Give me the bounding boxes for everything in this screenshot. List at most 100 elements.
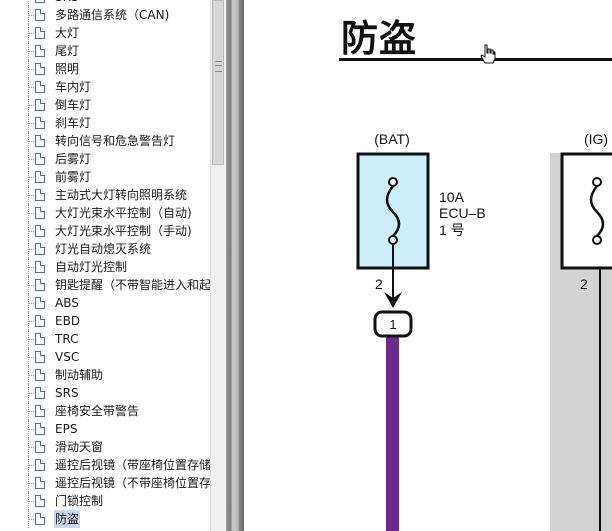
tree-item-label: 门锁控制 [55, 494, 104, 508]
tree-item-label: SRS [54, 0, 80, 6]
ig-source-label: (IG) [584, 131, 608, 147]
tree-item[interactable]: 自动灯光控制 [0, 258, 210, 276]
wiring-diagram: (BAT) 10A ECU–B 1 号 2 1 (IG) 2 [356, 131, 612, 531]
tree-item[interactable]: 遥控后视镜（带座椅位置存储 [0, 456, 210, 474]
bat-fuse-name-1: 10A [439, 189, 465, 205]
tree-guide-branch [28, 159, 34, 160]
tree-item-label: 滑动天窗 [55, 440, 104, 454]
tree-item-label: SRS [55, 386, 79, 400]
document-icon [35, 243, 45, 255]
document-icon [35, 441, 45, 453]
tree-item[interactable]: VSC [0, 348, 210, 366]
page-title: 防盗 [341, 17, 417, 60]
tree-item-label: 钥匙提醒（不带智能进入和起 [55, 278, 210, 292]
content-panel: 防盗 (BAT) 10A ECU–B 1 号 2 1 (IG) [244, 0, 612, 531]
tree-item[interactable]: 灯光自动熄灭系统 [0, 240, 210, 258]
tree-item[interactable]: EPS [0, 420, 210, 438]
tree-guide-branch [28, 357, 34, 358]
document-icon [35, 99, 45, 111]
tree-item-label: 防盗 [54, 510, 81, 528]
document-icon [35, 9, 45, 21]
tree-item[interactable]: 座椅安全带警告 [0, 402, 210, 420]
panel-splitter[interactable] [226, 0, 244, 531]
tree-item[interactable]: 大灯 [0, 24, 210, 42]
tree-item-label: ABS [55, 296, 79, 310]
tree-item[interactable]: 前雾灯 [0, 168, 210, 186]
document-icon [35, 171, 45, 183]
tree-item-label: VSC [55, 350, 80, 364]
bat-fuse-name-3: 1 号 [439, 222, 465, 238]
tree-item[interactable]: 后雾灯 [0, 150, 210, 168]
tree-panel: SRS多路通信系统（CAN)大灯尾灯照明车内灯倒车灯刹车灯转向信号和危急警告灯后… [0, 0, 210, 531]
ig-pin-label: 2 [580, 276, 588, 292]
document-icon [35, 207, 45, 219]
tree-guide-branch [28, 393, 34, 394]
tree-item-label: 车内灯 [55, 80, 92, 94]
document-icon [35, 297, 45, 309]
tree-item[interactable]: 防盗 [0, 510, 210, 528]
bat-pin-label: 2 [375, 276, 383, 292]
tree-scrollbar[interactable] [210, 0, 225, 531]
tree-item[interactable]: 刹车灯 [0, 114, 210, 132]
tree-item[interactable]: 倒车灯 [0, 96, 210, 114]
tree-item-label: 大灯光束水平控制（自动) [55, 206, 192, 220]
bat-fuse-name-2: ECU–B [439, 205, 486, 221]
tree-item[interactable]: SRS [0, 0, 210, 6]
tree-list: SRS多路通信系统（CAN)大灯尾灯照明车内灯倒车灯刹车灯转向信号和危急警告灯后… [0, 0, 210, 528]
tree-item[interactable]: 门锁控制 [0, 492, 210, 510]
tree-item[interactable]: 转向信号和危急警告灯 [0, 132, 210, 150]
tree-item[interactable]: 照明 [0, 60, 210, 78]
tree-item[interactable]: 钥匙提醒（不带智能进入和起 [0, 276, 210, 294]
tree-guide-branch [28, 69, 34, 70]
tree-item[interactable]: 主动式大灯转向照明系统 [0, 186, 210, 204]
connector-number: 1 [389, 317, 396, 332]
document-icon [35, 135, 45, 147]
document-icon [35, 27, 45, 39]
tree-item-label: 大灯 [55, 26, 80, 40]
tree-item-label: 尾灯 [55, 44, 80, 58]
tree-item[interactable]: EBD [0, 312, 210, 330]
tree-item[interactable]: 多路通信系统（CAN) [0, 6, 210, 24]
tree-item-label: 前雾灯 [55, 170, 92, 184]
tree-guide-branch [28, 519, 34, 520]
tree-item[interactable]: 制动辅助 [0, 366, 210, 384]
tree-guide-branch [28, 249, 34, 250]
tree-guide-line [28, 0, 29, 6]
scroll-thumb[interactable] [212, 0, 224, 165]
hand-cursor-icon [480, 44, 496, 64]
tree-guide-branch [28, 447, 34, 448]
tree-item[interactable]: 滑动天窗 [0, 438, 210, 456]
tree-item-label: 灯光自动熄灭系统 [55, 242, 152, 256]
tree-item-label: EBD [55, 314, 81, 328]
tree-item[interactable]: 尾灯 [0, 42, 210, 60]
document-icon [35, 279, 45, 291]
purple-wire [386, 336, 399, 531]
tree-guide-branch [28, 411, 34, 412]
ig-fuse-box [560, 152, 612, 270]
tree-guide-branch [28, 303, 34, 304]
document-icon [35, 225, 45, 237]
document-icon [35, 153, 45, 165]
tree-item[interactable]: 遥控后视镜（不带座椅位置存 [0, 474, 210, 492]
tree-item[interactable]: TRC [0, 330, 210, 348]
tree-item[interactable]: ABS [0, 294, 210, 312]
tree-guide-branch [28, 339, 34, 340]
document-icon [35, 423, 45, 435]
tree-item-label: 座椅安全带警告 [55, 404, 140, 418]
tree-item[interactable]: 大灯光束水平控制（手动) [0, 222, 210, 240]
tree-item[interactable]: 车内灯 [0, 78, 210, 96]
tree-item-label: 制动辅助 [55, 368, 104, 382]
connector-arrow-icon [384, 292, 402, 308]
tree-guide-branch [28, 177, 34, 178]
tree-item[interactable]: 大灯光束水平控制（自动) [0, 204, 210, 222]
tree-item[interactable]: SRS [0, 384, 210, 402]
tree-guide-branch [28, 501, 34, 502]
tree-item-label: 自动灯光控制 [55, 260, 128, 274]
tree-guide-branch [28, 195, 34, 196]
tree-guide-branch [28, 105, 34, 106]
document-icon [35, 189, 45, 201]
tree-guide-branch [28, 15, 34, 16]
tree-guide-branch [28, 213, 34, 214]
tree-item-label: 照明 [55, 62, 80, 76]
tree-guide-branch [28, 375, 34, 376]
